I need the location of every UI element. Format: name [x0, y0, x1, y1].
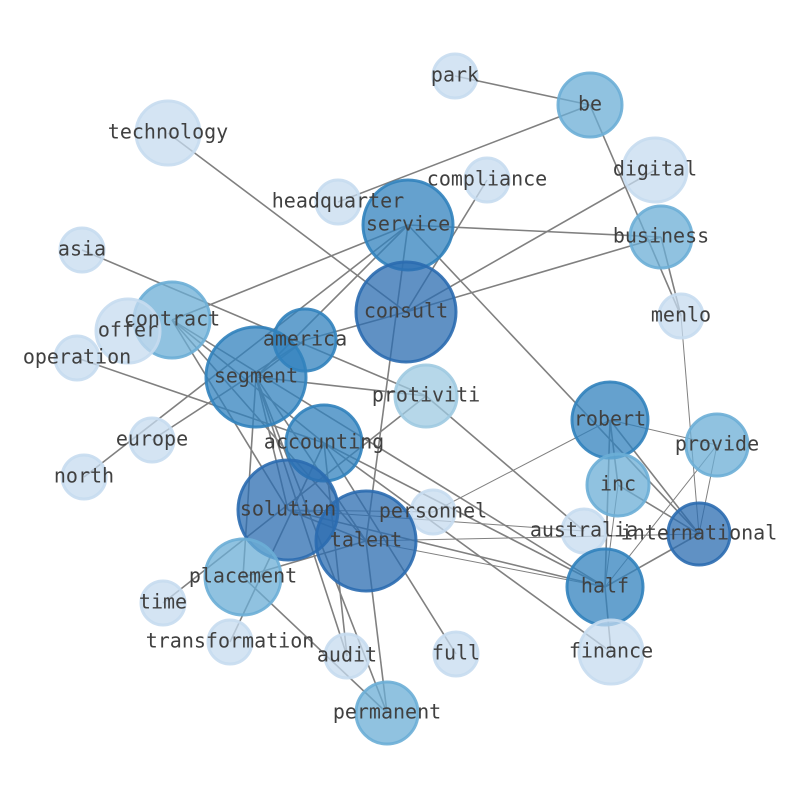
node-be	[556, 71, 624, 139]
node-label-north: north	[54, 464, 114, 488]
edge-service-international	[407, 224, 700, 535]
node-label-technology: technology	[108, 120, 228, 144]
node-layer	[53, 52, 750, 746]
node-time	[139, 579, 187, 627]
node-europe	[128, 416, 176, 464]
node-talent	[314, 489, 418, 593]
node-label-asia: asia	[58, 237, 106, 261]
node-personnel	[409, 488, 457, 536]
node-label-permanent: permanent	[333, 700, 441, 724]
node-label-robert: robert	[574, 407, 646, 431]
node-international	[666, 501, 732, 567]
node-asia	[58, 226, 106, 274]
node-consult	[354, 260, 458, 364]
node-placement	[203, 537, 283, 617]
node-offer	[94, 297, 162, 365]
edge-asia-protiviti	[81, 249, 427, 397]
node-label-consult: consult	[364, 299, 448, 323]
node-business	[628, 204, 694, 270]
node-inc	[585, 452, 651, 518]
node-label-finance: finance	[569, 639, 653, 663]
node-label-accounting: accounting	[264, 430, 384, 454]
node-label-inc: inc	[600, 472, 636, 496]
edge-be-menlo	[589, 104, 682, 317]
node-digital	[621, 136, 689, 204]
node-permanent	[354, 680, 420, 746]
node-label-full: full	[432, 641, 480, 665]
node-label-talent: talent	[330, 528, 402, 552]
node-label-australia: australia	[530, 518, 638, 542]
node-label-service: service	[366, 212, 450, 236]
node-protiviti	[393, 363, 459, 429]
node-australia	[560, 507, 608, 555]
node-label-business: business	[613, 224, 709, 248]
node-label-offer: offer	[98, 318, 158, 342]
node-label-international: international	[621, 521, 778, 545]
edge-talent-international	[365, 533, 700, 542]
node-label-transformation: transformation	[146, 629, 315, 653]
node-label-audit: audit	[317, 643, 377, 667]
node-label-compliance: compliance	[427, 167, 547, 191]
edge-protiviti-australia	[425, 395, 585, 532]
node-label-half: half	[581, 574, 629, 598]
node-segment	[204, 325, 308, 429]
node-label-menlo: menlo	[651, 303, 711, 327]
node-label-operation: operation	[23, 345, 131, 369]
node-compliance	[463, 156, 511, 204]
node-headquarter	[314, 178, 362, 226]
node-label-personnel: personnel	[379, 499, 487, 523]
edge-accounting-finance	[323, 442, 612, 653]
node-label-provide: provide	[675, 432, 759, 456]
node-audit	[323, 632, 371, 680]
node-label-protiviti: protiviti	[372, 383, 480, 407]
label-layer: park be technology digital compliance headqua…	[23, 63, 777, 724]
node-label-time: time	[139, 590, 187, 614]
node-provide	[684, 412, 750, 478]
node-label-solution: solution	[240, 497, 336, 521]
node-label-segment: segment	[214, 364, 298, 388]
node-north	[60, 453, 108, 501]
node-transformation	[206, 618, 254, 666]
node-finance	[577, 618, 645, 686]
edge-accounting-half	[323, 442, 606, 588]
node-full	[432, 630, 480, 678]
node-menlo	[657, 292, 705, 340]
node-operation	[53, 334, 101, 382]
node-label-be: be	[578, 92, 602, 116]
node-label-digital: digital	[613, 157, 697, 181]
node-park	[431, 52, 479, 100]
node-label-placement: placement	[189, 564, 297, 588]
node-label-contract: contract	[124, 307, 220, 331]
node-technology	[134, 99, 202, 167]
edge-operation-accounting	[76, 357, 325, 444]
node-label-america: america	[263, 327, 347, 351]
edge-menlo-international	[680, 315, 700, 535]
node-label-europe: europe	[116, 427, 188, 451]
node-label-headquarter: headquarter	[272, 189, 404, 213]
edge-be-headquarter	[337, 104, 591, 203]
node-label-park: park	[431, 63, 479, 87]
